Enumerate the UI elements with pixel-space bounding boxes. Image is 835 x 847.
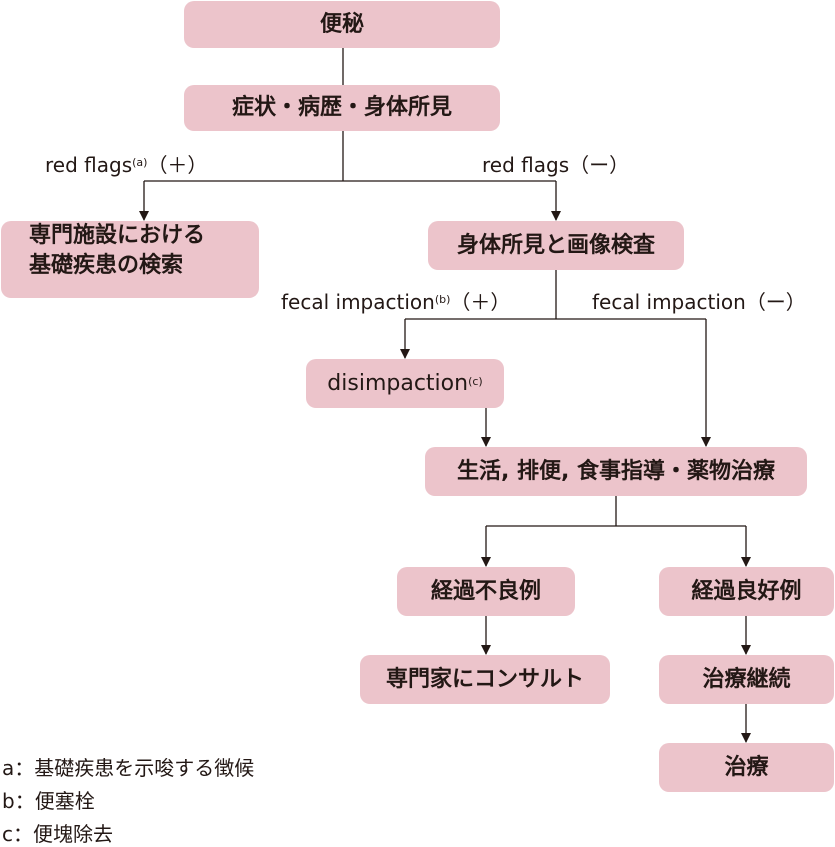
label-fecal-negative-sign: （ー） — [745, 290, 806, 314]
legend-a: a：基礎疾患を示唆する徴候 — [2, 756, 255, 780]
label-red-flags-positive-text: red flags — [45, 153, 133, 177]
node-disimpaction-text: disimpaction — [327, 370, 469, 396]
label-fecal-negative-text: fecal impaction — [592, 290, 746, 314]
label-red-flags-negative: red flags（ー） — [482, 152, 629, 178]
label-fecal-positive-sup: (b) — [434, 293, 451, 306]
legend-b: b：便塞栓 — [2, 789, 95, 813]
label-fecal-impaction-positive: fecal impaction(b)（＋） — [281, 289, 510, 315]
node-good-course: 経過良好例 — [659, 567, 834, 616]
node-history: 症状・病歴・身体所見 — [184, 85, 500, 131]
label-fecal-positive-sign: （＋） — [450, 290, 511, 314]
label-fecal-impaction-negative: fecal impaction（ー） — [592, 289, 806, 315]
node-physical-imaging: 身体所見と画像検査 — [428, 221, 684, 270]
node-disimpaction-sup: (c) — [468, 374, 483, 388]
node-continue-treatment: 治療継続 — [659, 655, 834, 704]
label-red-flags-negative-sign: （ー） — [569, 153, 630, 177]
node-lifestyle: 生活, 排便, 食事指導・薬物治療 — [425, 447, 807, 496]
node-consult: 専門家にコンサルト — [360, 655, 610, 704]
node-specialist-facility-line2: 基礎疾患の検索 — [29, 253, 184, 278]
label-red-flags-positive-sup: (a) — [132, 156, 148, 169]
node-specialist-facility-line1: 専門施設における — [29, 223, 206, 248]
node-constipation: 便秘 — [184, 1, 500, 48]
node-specialist-facility: 専門施設における 基礎疾患の検索 — [1, 221, 259, 298]
label-red-flags-negative-text: red flags — [482, 153, 570, 177]
legend-c: c：便塊除去 — [2, 822, 113, 846]
node-treatment: 治療 — [659, 743, 834, 792]
label-red-flags-positive-sign: （＋） — [147, 153, 208, 177]
node-poor-course: 経過不良例 — [397, 567, 575, 616]
label-red-flags-positive: red flags(a)（＋） — [45, 152, 207, 178]
label-fecal-positive-text: fecal impaction — [281, 290, 435, 314]
node-disimpaction: disimpaction(c) — [306, 359, 504, 408]
